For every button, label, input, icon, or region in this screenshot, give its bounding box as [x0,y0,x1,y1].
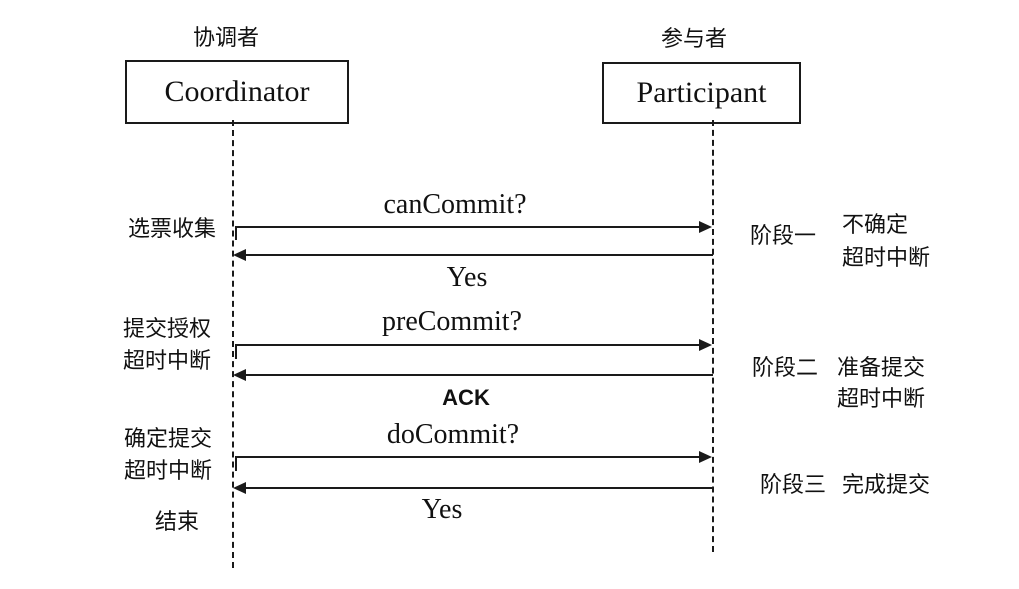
message-label-yes-1: Yes [446,262,488,293]
arrowhead-left-icon [233,369,246,381]
arrowhead-left-icon [233,482,246,494]
arrow-line [235,456,700,458]
coordinator-box: Coordinator [125,60,349,124]
phase-desc-line: 超时中断 [842,245,931,270]
participant-cn-title: 参与者 [660,26,728,51]
phase-2-name: 阶段二 [752,355,819,380]
arrowhead-right-icon [699,339,712,351]
left-label-confirm-commit: 确定提交 超时中断 [124,423,212,487]
arrow-line [245,254,713,256]
arrow-elbow [235,345,237,359]
arrow-line [235,226,700,228]
message-label-ack: ACK [442,385,490,410]
left-label-commit-authorize: 提交授权 超时中断 [123,313,211,377]
phase-desc-line: 准备提交 [837,355,926,380]
left-label-end: 结束 [155,506,199,538]
phase-1-name: 阶段一 [750,223,817,248]
arrowhead-left-icon [233,249,246,261]
participant-name: Participant [636,76,767,109]
participant-lifeline [712,120,714,552]
phase-3-desc: 完成提交 [842,469,930,501]
phase-2-desc: 准备提交 超时中断 [837,352,925,414]
arrow-elbow [235,227,237,240]
arrow-elbow [235,457,237,471]
arrow-line [235,344,700,346]
left-label-line: 超时中断 [123,458,213,483]
left-label-line: 选票收集 [127,216,217,241]
coordinator-lifeline [232,120,234,568]
message-label-yes-2: Yes [421,494,463,525]
participant-box: Participant [602,62,801,124]
message-label-cancommit: canCommit? [383,189,527,220]
left-label-line: 确定提交 [123,426,213,451]
phase-desc-line: 不确定 [842,212,909,237]
phase-1-desc: 不确定 超时中断 [842,208,930,274]
message-label-precommit: preCommit? [382,306,522,337]
phase-3-name: 阶段三 [760,472,827,497]
coordinator-name: Coordinator [164,75,310,108]
arrow-line [245,374,713,376]
phase-desc-line: 超时中断 [837,386,926,411]
left-label-line: 超时中断 [122,348,212,373]
phase-desc-line: 完成提交 [842,472,931,497]
message-label-docommit: doCommit? [386,419,520,450]
arrowhead-right-icon [699,221,712,233]
arrowhead-right-icon [699,451,712,463]
coordinator-cn-title: 协调者 [192,25,260,50]
arrow-line [245,487,713,489]
left-label-line: 结束 [154,509,200,534]
left-label-vote-collect: 选票收集 [128,213,216,245]
left-label-line: 提交授权 [122,316,212,341]
